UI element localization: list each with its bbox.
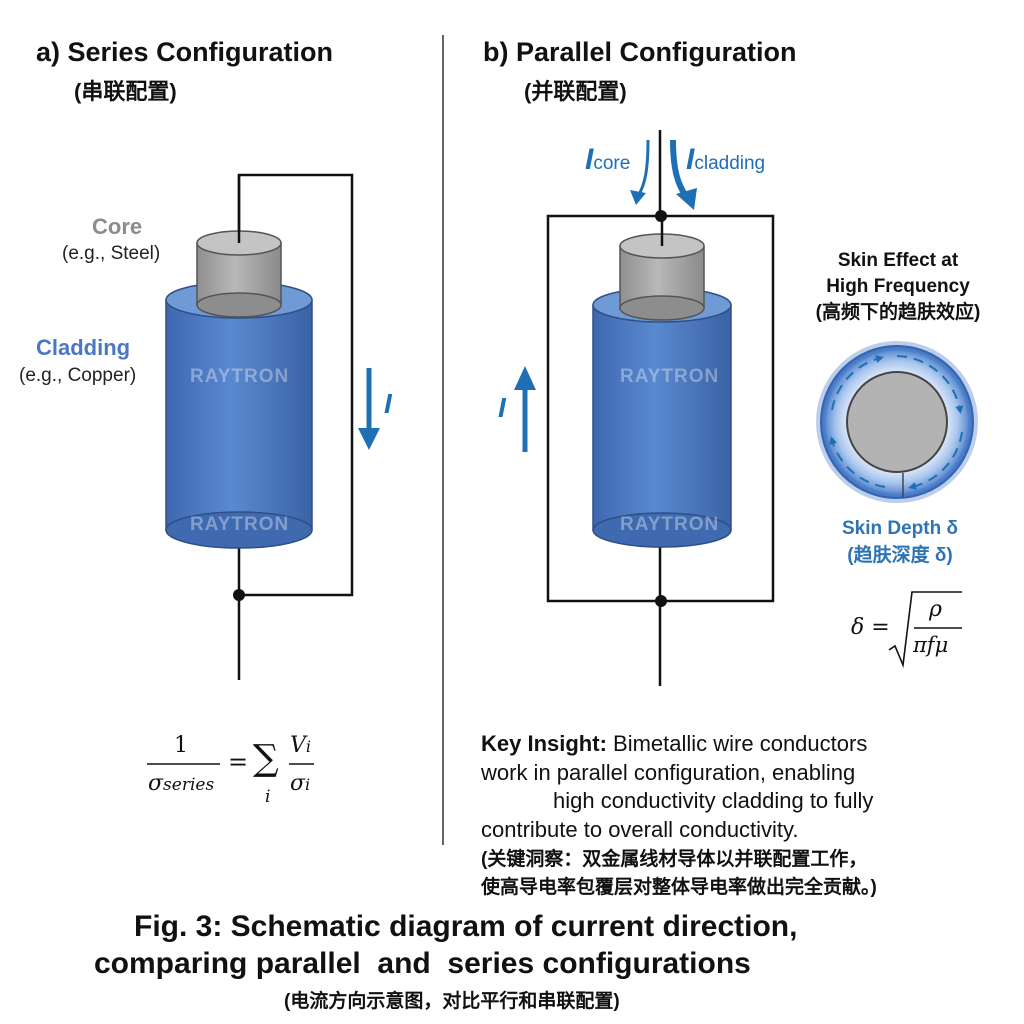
- series-rhs-num-subscript: i: [305, 737, 312, 756]
- key-insight-line1: Bimetallic wire conductors: [606, 731, 868, 756]
- skin-effect-title-line2: High Frequency: [826, 276, 970, 297]
- series-rhs-numerator: V: [290, 733, 306, 758]
- series-rhs-denominator: σ: [290, 771, 306, 796]
- parallel-return-arrow: [514, 366, 536, 452]
- caption-line2: comparing parallel and series configurat…: [94, 947, 751, 980]
- sum-index: i: [265, 787, 271, 807]
- skin-effect-cross-section: [816, 341, 978, 503]
- cladding-label: Cladding: [36, 335, 131, 360]
- skin-depth-label: Skin Depth δ (趋肤深度 δ): [810, 515, 990, 569]
- series-current-label: I: [384, 388, 392, 419]
- key-insight-cn: (关键洞察：双金属线材导体以并联配置工作， 使高导电率包覆层对整体导电率做出完全…: [481, 846, 877, 902]
- cladding-current-symbol: I: [686, 143, 695, 176]
- watermark: RAYTRON: [190, 366, 290, 387]
- cladding-current-label: Icladding: [686, 143, 765, 177]
- skin-depth-label-en: Skin Depth δ: [841, 518, 959, 539]
- core-current-label: Icore: [585, 143, 630, 177]
- watermark: RAYTRON: [620, 514, 720, 535]
- skin-depth-denominator: πfμ: [913, 633, 949, 657]
- core-current-arrow: [630, 139, 650, 205]
- skin-effect-title: Skin Effect at High Frequency (高频下的趋肤效应): [790, 248, 1006, 326]
- key-insight-line3: high conductivity cladding to fully: [553, 788, 874, 813]
- caption-line1: Fig. 3: Schematic diagram of current dir…: [134, 910, 798, 943]
- watermark: RAYTRON: [190, 514, 290, 535]
- parallel-subtitle: (并联配置): [524, 79, 627, 104]
- series-lhs-subscript: series: [163, 775, 215, 795]
- skin-depth-label-cn: (趋肤深度 δ): [847, 545, 953, 566]
- parallel-junction-top: [655, 210, 667, 222]
- core-example-label: (e.g., Steel): [62, 243, 161, 264]
- parallel-cladding-cylinder: [592, 287, 732, 548]
- key-insight-cn-line2: 使高导电率包覆层对整体导电率做出完全贡献。): [481, 877, 877, 898]
- series-lhs-numerator: 1: [174, 733, 188, 758]
- sum-symbol: ∑: [253, 738, 279, 779]
- series-circuit: [165, 173, 380, 680]
- core-current-subscript: core: [593, 153, 631, 174]
- parallel-circuit: [514, 130, 775, 686]
- skin-effect-title-cn: (高频下的趋肤效应): [815, 302, 981, 323]
- skin-depth-numerator: ρ: [929, 597, 942, 622]
- series-title: a) Series Configuration: [36, 37, 334, 67]
- series-junction-dot: [233, 589, 245, 601]
- series-equals: =: [228, 748, 249, 776]
- caption-line3: (电流方向示意图，对比平行和串联配置): [284, 991, 620, 1012]
- key-insight-cn-line1: (关键洞察：双金属线材导体以并联配置工作，: [481, 849, 868, 870]
- parallel-return-label: I: [498, 392, 506, 423]
- series-current-arrow: [358, 368, 380, 450]
- parallel-junction-bottom: [655, 595, 667, 607]
- core-current-symbol: I: [585, 143, 594, 176]
- series-subtitle: (串联配置): [74, 79, 177, 104]
- key-insight-heading: Key Insight:: [481, 731, 607, 756]
- core-label: Core: [92, 214, 143, 239]
- watermark: RAYTRON: [620, 366, 720, 387]
- skin-core-circle: [846, 371, 948, 473]
- skin-effect-title-line1: Skin Effect at: [837, 250, 959, 271]
- parallel-title: b) Parallel Configuration: [483, 37, 797, 67]
- key-insight: Key Insight: Bimetallic wire conductors …: [481, 730, 1001, 844]
- cladding-current-subscript: cladding: [694, 153, 766, 174]
- key-insight-line2: work in parallel configuration, enabling: [481, 759, 856, 785]
- parallel-core-cylinder: [619, 233, 705, 321]
- skin-depth-lhs: δ =: [851, 615, 890, 640]
- cladding-example-label: (e.g., Copper): [19, 365, 137, 386]
- key-insight-line4: contribute to overall conductivity.: [481, 816, 799, 842]
- series-rhs-den-subscript: i: [305, 775, 311, 794]
- series-lhs-denominator: σ: [148, 771, 164, 796]
- cladding-current-arrow: [670, 139, 697, 210]
- series-cladding-cylinder: [165, 281, 313, 549]
- series-core-cylinder: [196, 230, 282, 318]
- sqrt-sign: [888, 591, 962, 669]
